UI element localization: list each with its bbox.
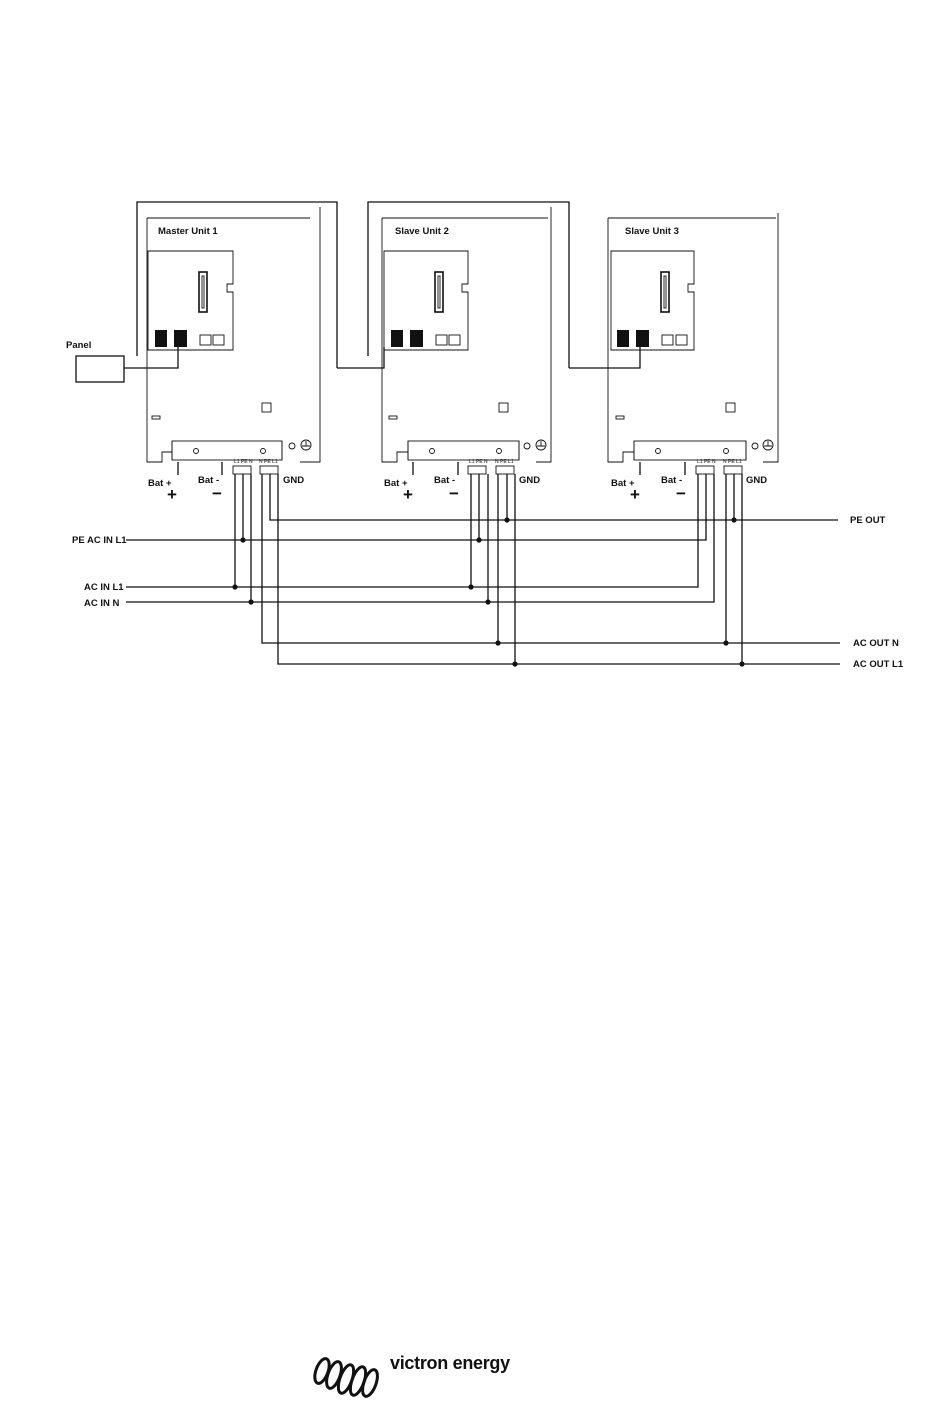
ve-bus-port-b (174, 330, 187, 347)
terminal-labels-input: L1 PE N (234, 459, 253, 465)
junction-dot (731, 517, 736, 522)
ve-bus-port-a (155, 330, 167, 347)
unit-3-minus-sign: − (676, 484, 686, 503)
unit-2-gnd-label: GND (519, 475, 540, 486)
ac-in-n-label: AC IN N (84, 598, 120, 609)
unit-2-plus-sign: + (403, 485, 413, 504)
unit-2-title: Slave Unit 2 (395, 226, 449, 237)
unit-3-gnd-label: GND (746, 475, 767, 486)
junction-dot (504, 517, 509, 522)
junction-dot (468, 584, 473, 589)
unit-1: L1 PE N N PE L1 Master Unit 1 Bat + Bat … (137, 202, 337, 504)
ac-wiring (126, 474, 840, 667)
ve-bus-port-a (391, 330, 403, 347)
pe-ac-in-l1-label: PE AC IN L1 (72, 535, 127, 546)
junction-dot (495, 640, 500, 645)
terminal-labels-output: N PE L1 (723, 459, 742, 465)
ac-in-l1-label: AC IN L1 (84, 582, 124, 593)
junction-dot (232, 584, 237, 589)
terminal-labels-output: N PE L1 (259, 459, 278, 465)
unit-1-minus-sign: − (212, 484, 222, 503)
unit-1-gnd-label: GND (283, 475, 304, 486)
ve-bus-port-b (410, 330, 423, 347)
ac-out-n-label: AC OUT N (853, 638, 899, 649)
junction-dot (476, 537, 481, 542)
unit-3-plus-sign: + (630, 485, 640, 504)
junction-dot (739, 661, 744, 666)
victron-logo-icon (312, 1357, 381, 1398)
unit-3-title: Slave Unit 3 (625, 226, 679, 237)
terminal-labels-input: L1 PE N (697, 459, 716, 465)
junction-dot (512, 661, 517, 666)
ac-out-l1-label: AC OUT L1 (853, 659, 904, 670)
junction-dot (723, 640, 728, 645)
junction-dot (485, 599, 490, 604)
terminal-labels-input: L1 PE N (469, 459, 488, 465)
terminal-labels-output: N PE L1 (495, 459, 514, 465)
junction-dot (248, 599, 253, 604)
unit-2-minus-sign: − (449, 484, 459, 503)
unit-1-title: Master Unit 1 (158, 226, 218, 237)
unit-2: L1 PE N N PE L1 Slave Unit 2 Bat + Bat -… (337, 202, 569, 504)
unit-3: L1 PE N N PE L1 Slave Unit 3 Bat + Bat -… (569, 213, 778, 504)
junction-dot (240, 537, 245, 542)
panel-label: Panel (66, 340, 91, 351)
ve-bus-port-a (617, 330, 629, 347)
unit-1-plus-sign: + (167, 485, 177, 504)
ve-bus-port-b (636, 330, 649, 347)
pe-out-label: PE OUT (850, 515, 886, 526)
brand-name: victron energy (390, 1353, 510, 1373)
